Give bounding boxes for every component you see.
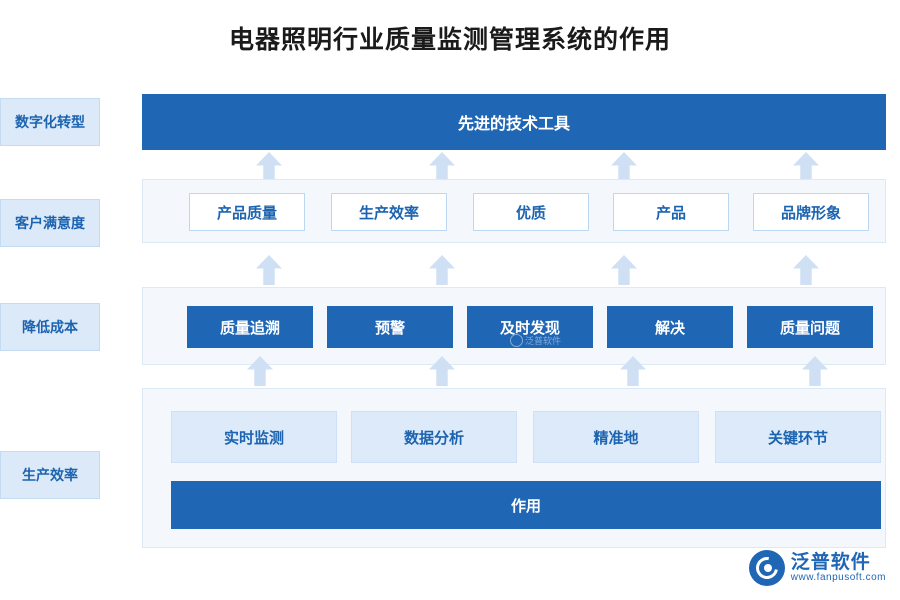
side-label-digital-transformation: 数字化转型 <box>0 98 100 146</box>
arrow-up-icon <box>793 152 819 182</box>
cell-key-links: 关键环节 <box>715 411 881 463</box>
top-band-advanced-tools: 先进的技术工具 <box>142 94 886 150</box>
capabilities-row-panel: 实时监测 数据分析 精准地 关键环节 作用 <box>142 388 886 548</box>
arrow-up-icon <box>429 152 455 182</box>
arrow-up-icon <box>611 152 637 182</box>
cell-production-efficiency: 生产效率 <box>331 193 447 231</box>
cell-product-quality: 产品质量 <box>189 193 305 231</box>
logo-name-en: www.fanpusoft.com <box>790 571 886 583</box>
side-label-customer-satisfaction: 客户满意度 <box>0 199 100 247</box>
logo-text: 泛普软件 www.fanpusoft.com <box>790 551 886 583</box>
arrow-up-icon <box>256 152 282 182</box>
brand-logo: 泛普软件 www.fanpusoft.com <box>748 550 886 586</box>
cell-data-analysis: 数据分析 <box>351 411 517 463</box>
logo-mark-icon <box>748 550 785 586</box>
cell-quality-traceability: 质量追溯 <box>187 306 313 348</box>
arrow-up-icon <box>793 255 819 285</box>
cell-brand-image: 品牌形象 <box>753 193 869 231</box>
cell-resolution: 解决 <box>607 306 733 348</box>
logo-name-cn: 泛普软件 <box>790 551 871 573</box>
benefits-row-panel: 产品质量 生产效率 优质 产品 品牌形象 <box>142 179 886 243</box>
bottom-band-role: 作用 <box>171 481 881 529</box>
cell-precisely: 精准地 <box>533 411 699 463</box>
arrow-up-icon <box>611 255 637 285</box>
arrow-up-icon <box>429 255 455 285</box>
side-label-production-efficiency: 生产效率 <box>0 451 100 499</box>
cell-product: 产品 <box>613 193 729 231</box>
actions-row-panel: 质量追溯 预警 及时发现 解决 质量问题 <box>142 287 886 365</box>
cell-realtime-monitoring: 实时监测 <box>171 411 337 463</box>
cell-high-quality: 优质 <box>473 193 589 231</box>
cell-early-warning: 预警 <box>327 306 453 348</box>
arrow-up-icon <box>256 255 282 285</box>
page-title: 电器照明行业质量监测管理系统的作用 <box>228 26 671 54</box>
cell-quality-issues: 质量问题 <box>747 306 873 348</box>
side-label-cost-reduction: 降低成本 <box>0 303 100 351</box>
cell-timely-discovery: 及时发现 <box>467 306 593 348</box>
